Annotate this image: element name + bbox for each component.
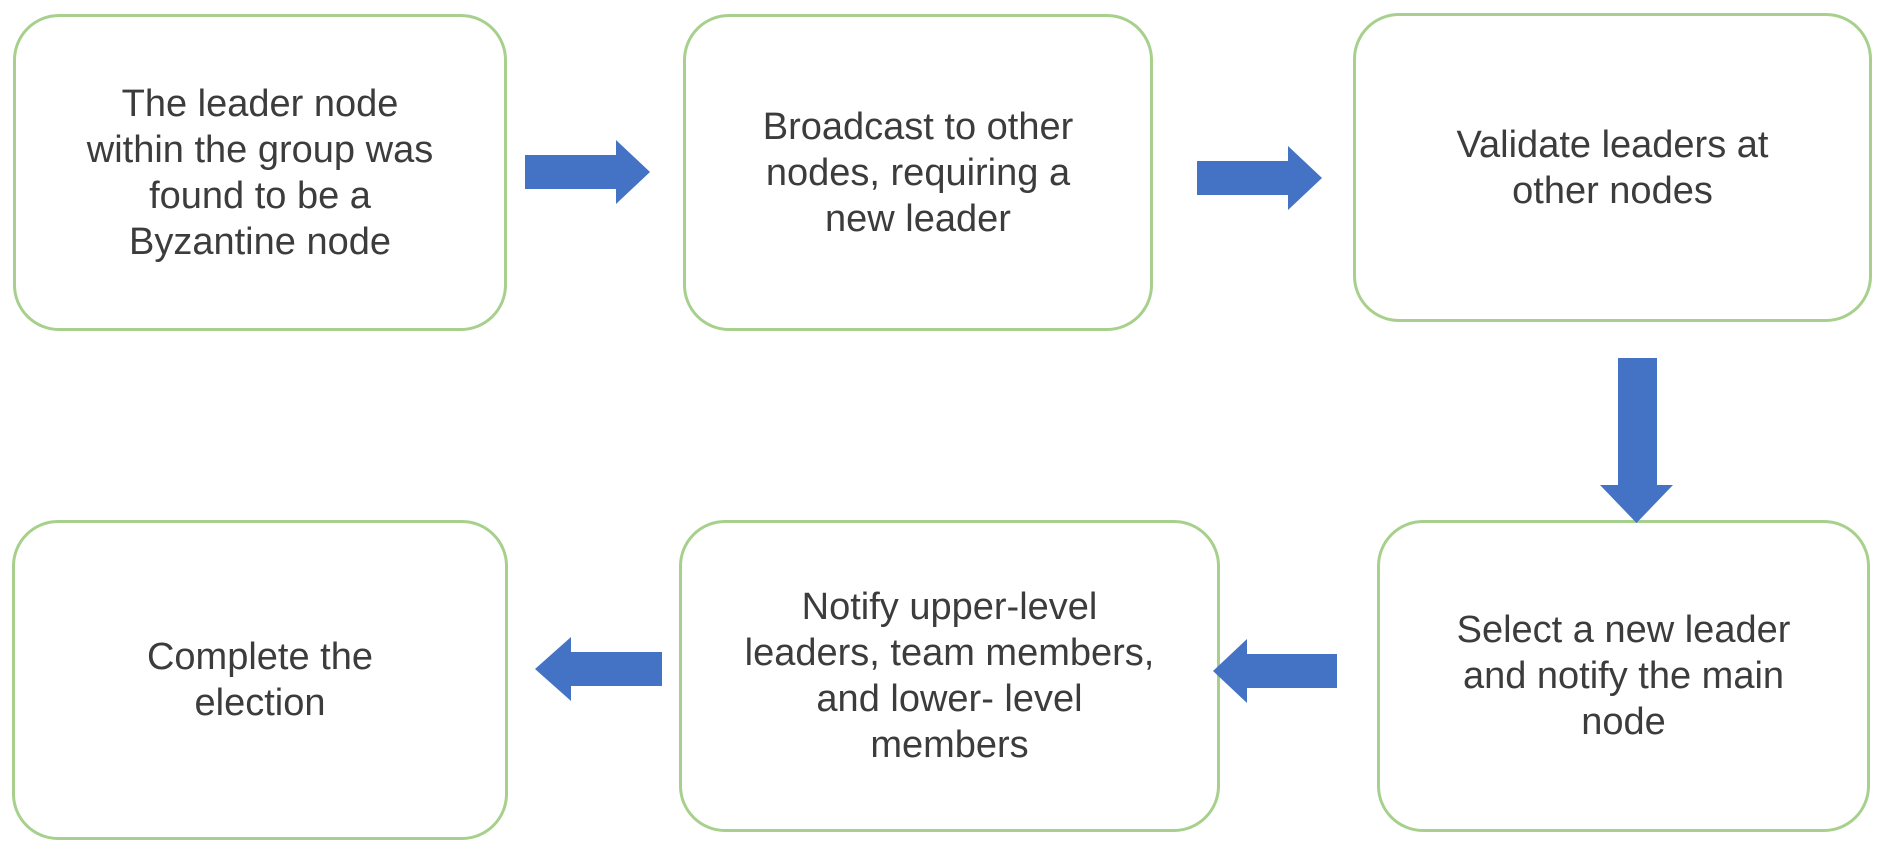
arrow-right-icon [1197,146,1322,210]
arrow-left-shape [1213,639,1337,703]
arrow-down-shape [1600,358,1673,523]
flow-node-notify-members-label: Notify upper-level leaders, team members… [744,586,1155,766]
flow-node-complete-election: Complete the election [12,520,508,840]
flow-node-broadcast-new-leader: Broadcast to other nodes, requiring a ne… [683,14,1153,331]
arrow-right-shape [525,140,650,204]
arrow-left-icon [1213,639,1337,703]
arrow-right-icon [525,140,650,204]
flow-node-select-new-leader-label: Select a new leader and notify the main … [1456,609,1791,743]
flow-node-byzantine-detected-label: The leader node within the group was fou… [86,82,434,263]
flow-node-select-new-leader: Select a new leader and notify the main … [1377,520,1870,832]
flow-node-complete-election-label: Complete the election [146,636,373,724]
arrow-left-shape [535,637,662,701]
flow-node-validate-leaders-label: Validate leaders at other nodes [1456,123,1769,212]
arrow-left-icon [535,637,662,701]
flow-node-broadcast-new-leader-label: Broadcast to other nodes, requiring a ne… [762,105,1074,240]
flow-node-byzantine-detected: The leader node within the group was fou… [13,14,507,331]
arrow-down-icon [1600,358,1673,523]
flow-node-notify-members: Notify upper-level leaders, team members… [679,520,1220,832]
arrow-right-shape [1197,146,1322,210]
flow-node-validate-leaders: Validate leaders at other nodes [1353,13,1872,322]
